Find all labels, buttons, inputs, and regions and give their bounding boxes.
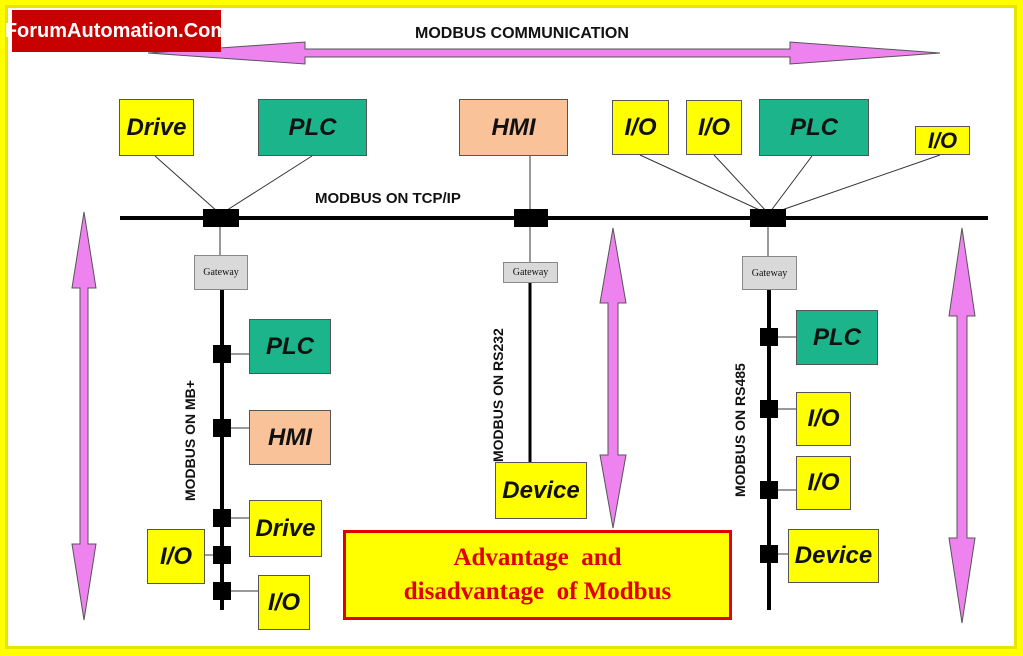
top-io-2-node: I/O: [686, 100, 742, 155]
top-double-arrow: [147, 41, 941, 65]
mbplus-plc-node: PLC: [249, 319, 331, 374]
mbplus-drive-node: Drive: [249, 500, 322, 557]
gateway-rs485: Gateway: [742, 256, 797, 290]
mbplus-hmi-node: HMI: [249, 410, 331, 465]
rs232-label: MODBUS ON RS232: [490, 328, 506, 462]
rs485-io-1-node: I/O: [796, 392, 851, 446]
hub-left: [203, 209, 239, 227]
top-plc-right-node: PLC: [759, 99, 869, 156]
rs485-label: MODBUS ON RS485: [732, 363, 748, 497]
left-double-arrow: [71, 211, 97, 621]
modbus-communication-label: MODBUS COMMUNICATION: [415, 25, 629, 42]
top-plc-left-node: PLC: [258, 99, 367, 156]
right-double-arrow: [948, 227, 976, 624]
tcpip-label: MODBUS ON TCP/IP: [315, 190, 461, 207]
rs485-plc-node: PLC: [796, 310, 878, 365]
rs485-io-2-node: I/O: [796, 456, 851, 510]
hub-middle: [514, 209, 548, 227]
mbplus-label: MODBUS ON MB+: [182, 380, 198, 501]
site-logo: ForumAutomation.Com: [5, 10, 228, 52]
top-io-3-node: I/O: [915, 126, 970, 155]
title-banner: Advantage and disadvantage of Modbus: [343, 530, 732, 620]
mbplus-io-right-node: I/O: [258, 575, 310, 630]
rs232-device-node: Device: [495, 462, 587, 519]
banner-line-1: Advantage and: [453, 544, 622, 571]
middle-double-arrow: [599, 227, 627, 529]
top-io-1-node: I/O: [612, 100, 669, 155]
rs485-device-node: Device: [788, 529, 879, 583]
top-hmi-node: HMI: [459, 99, 568, 156]
hub-right: [750, 209, 786, 227]
top-drive-node: Drive: [119, 99, 194, 156]
mbplus-io-left-node: I/O: [147, 529, 205, 584]
banner-line-2: disadvantage of Modbus: [403, 578, 672, 605]
gateway-rs232: Gateway: [503, 262, 558, 283]
gateway-mbplus: Gateway: [194, 255, 248, 290]
